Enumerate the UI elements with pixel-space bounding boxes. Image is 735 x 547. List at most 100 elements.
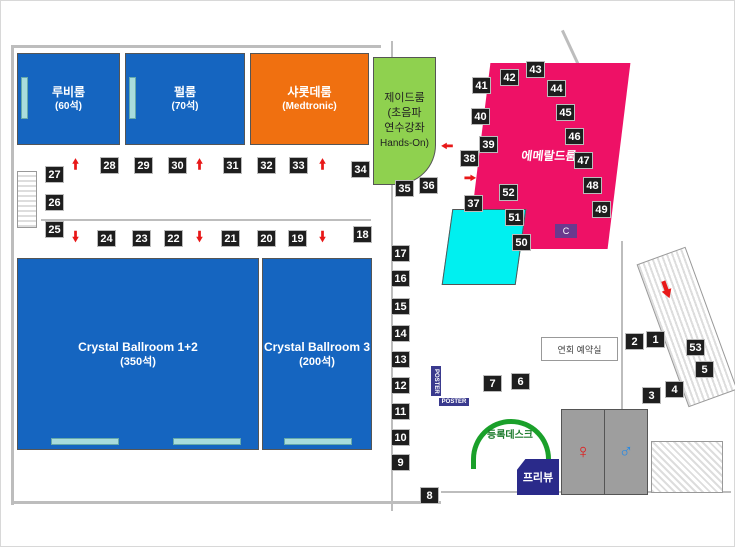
arrow-down-icon: 🠛 bbox=[72, 228, 80, 244]
booth-7[interactable]: 7 bbox=[483, 375, 502, 392]
crystal-3-screen bbox=[284, 438, 352, 445]
arrow-up-icon: 🠙 bbox=[72, 156, 80, 172]
booth-40[interactable]: 40 bbox=[471, 108, 490, 125]
crystal-ballroom-1-2-capacity: (350석) bbox=[120, 355, 156, 368]
reservation-office-label: 연회 예약실 bbox=[557, 344, 602, 355]
booth-42[interactable]: 42 bbox=[500, 69, 519, 86]
booth-28[interactable]: 28 bbox=[100, 157, 119, 174]
crystal-ballroom-1-2[interactable]: Crystal Ballroom 1+2 (350석) bbox=[17, 258, 259, 450]
registration-desk-label: 등록데스크 bbox=[487, 430, 533, 441]
booth-22[interactable]: 22 bbox=[164, 230, 183, 247]
booth-53[interactable]: 53 bbox=[686, 339, 705, 356]
emerald-c-mark: C bbox=[555, 224, 577, 238]
booth-13[interactable]: 13 bbox=[391, 351, 410, 368]
booth-29[interactable]: 29 bbox=[134, 157, 153, 174]
booth-25[interactable]: 25 bbox=[45, 221, 64, 238]
booth-48[interactable]: 48 bbox=[583, 177, 602, 194]
crystal-ballroom-3-name: Crystal Ballroom 3 bbox=[263, 339, 371, 354]
booth-50[interactable]: 50 bbox=[512, 234, 531, 251]
sharlotte-room-name: 샤롯데룸 bbox=[287, 84, 332, 99]
crystal-ballroom-3-capacity: (200석) bbox=[299, 355, 335, 368]
booth-11[interactable]: 11 bbox=[391, 403, 410, 420]
booth-44[interactable]: 44 bbox=[547, 80, 566, 97]
booth-14[interactable]: 14 bbox=[391, 325, 410, 342]
arrow-down-icon: 🠛 bbox=[196, 228, 204, 244]
booth-3[interactable]: 3 bbox=[642, 387, 661, 404]
booth-4[interactable]: 4 bbox=[665, 381, 684, 398]
booth-33[interactable]: 33 bbox=[289, 157, 308, 174]
pearl-room-name: 펄룸 bbox=[173, 84, 197, 99]
booth-34[interactable]: 34 bbox=[351, 161, 370, 178]
pearl-room[interactable]: 펄룸 (70석) bbox=[125, 53, 245, 145]
crystal-ballroom-3[interactable]: Crystal Ballroom 3 (200석) bbox=[262, 258, 372, 450]
arrow-up-icon: 🠙 bbox=[196, 156, 204, 172]
sharlotte-room-sponsor: (Medtronic) bbox=[282, 100, 337, 112]
booth-9[interactable]: 9 bbox=[391, 454, 410, 471]
booth-5[interactable]: 5 bbox=[695, 361, 714, 378]
booth-31[interactable]: 31 bbox=[223, 157, 242, 174]
booth-26[interactable]: 26 bbox=[45, 194, 64, 211]
jade-room[interactable]: 제이드룸 (초음파 연수강좌 Hands-On) bbox=[373, 57, 436, 185]
east-stairs bbox=[636, 246, 735, 408]
arrow-down-icon: 🠛 bbox=[319, 228, 327, 244]
ruby-room-name: 루비룸 bbox=[51, 84, 86, 99]
jade-room-name: 제이드룸 bbox=[384, 92, 425, 104]
wall-mid-corridor-top bbox=[41, 219, 371, 221]
booth-24[interactable]: 24 bbox=[97, 230, 116, 247]
arrow-up-icon: 🠙 bbox=[319, 156, 327, 172]
booth-1[interactable]: 1 bbox=[646, 331, 665, 348]
booth-21[interactable]: 21 bbox=[221, 230, 240, 247]
booth-45[interactable]: 45 bbox=[556, 104, 575, 121]
booth-41[interactable]: 41 bbox=[472, 77, 491, 94]
booth-49[interactable]: 49 bbox=[592, 201, 611, 218]
booth-36[interactable]: 36 bbox=[419, 177, 438, 194]
reservation-office: 연회 예약실 bbox=[541, 337, 618, 361]
booth-35[interactable]: 35 bbox=[395, 180, 414, 197]
restroom-women[interactable]: ♀ bbox=[561, 409, 605, 495]
booth-39[interactable]: 39 bbox=[479, 136, 498, 153]
jade-room-line4: Hands-On) bbox=[380, 138, 429, 149]
ruby-room[interactable]: 루비룸 (60석) bbox=[17, 53, 120, 145]
booth-27[interactable]: 27 bbox=[45, 166, 64, 183]
booth-17[interactable]: 17 bbox=[391, 245, 410, 262]
pearl-room-screen bbox=[129, 77, 136, 119]
wall-left bbox=[11, 45, 14, 505]
booth-8[interactable]: 8 bbox=[420, 487, 439, 504]
booth-47[interactable]: 47 bbox=[574, 152, 593, 169]
jade-room-line2: (초음파 bbox=[387, 107, 422, 119]
booth-2[interactable]: 2 bbox=[625, 333, 644, 350]
booth-20[interactable]: 20 bbox=[257, 230, 276, 247]
women-icon: ♀ bbox=[575, 440, 591, 463]
preview-room[interactable]: 프리뷰 bbox=[517, 459, 559, 495]
wall-bottom bbox=[11, 501, 441, 504]
booth-52[interactable]: 52 bbox=[499, 184, 518, 201]
booth-46[interactable]: 46 bbox=[565, 128, 584, 145]
poster-board-2: POSTER bbox=[439, 398, 469, 406]
booth-19[interactable]: 19 bbox=[288, 230, 307, 247]
wall-top bbox=[11, 45, 381, 48]
booth-12[interactable]: 12 bbox=[391, 377, 410, 394]
booth-43[interactable]: 43 bbox=[526, 61, 545, 78]
booth-32[interactable]: 32 bbox=[257, 157, 276, 174]
booth-6[interactable]: 6 bbox=[511, 373, 530, 390]
west-stairs bbox=[17, 171, 37, 228]
emerald-room-name: 에메랄드룸 bbox=[520, 148, 578, 163]
booth-30[interactable]: 30 bbox=[168, 157, 187, 174]
booth-18[interactable]: 18 bbox=[353, 226, 372, 243]
restroom-men[interactable]: ♂ bbox=[604, 409, 648, 495]
booth-16[interactable]: 16 bbox=[391, 270, 410, 287]
south-stairs bbox=[651, 441, 723, 493]
crystal-ballroom-1-2-name: Crystal Ballroom 1+2 bbox=[78, 339, 198, 354]
poster-board-1: POSTER bbox=[431, 366, 441, 396]
ruby-room-screen bbox=[21, 77, 28, 119]
booth-23[interactable]: 23 bbox=[132, 230, 151, 247]
booth-10[interactable]: 10 bbox=[391, 429, 410, 446]
booth-15[interactable]: 15 bbox=[391, 298, 410, 315]
crystal-1-screen bbox=[51, 438, 119, 445]
booth-37[interactable]: 37 bbox=[464, 195, 483, 212]
sharlotte-room[interactable]: 샤롯데룸 (Medtronic) bbox=[250, 53, 369, 145]
arrow-right-icon: 🠚 bbox=[464, 170, 477, 186]
booth-38[interactable]: 38 bbox=[460, 150, 479, 167]
booth-51[interactable]: 51 bbox=[505, 209, 524, 226]
